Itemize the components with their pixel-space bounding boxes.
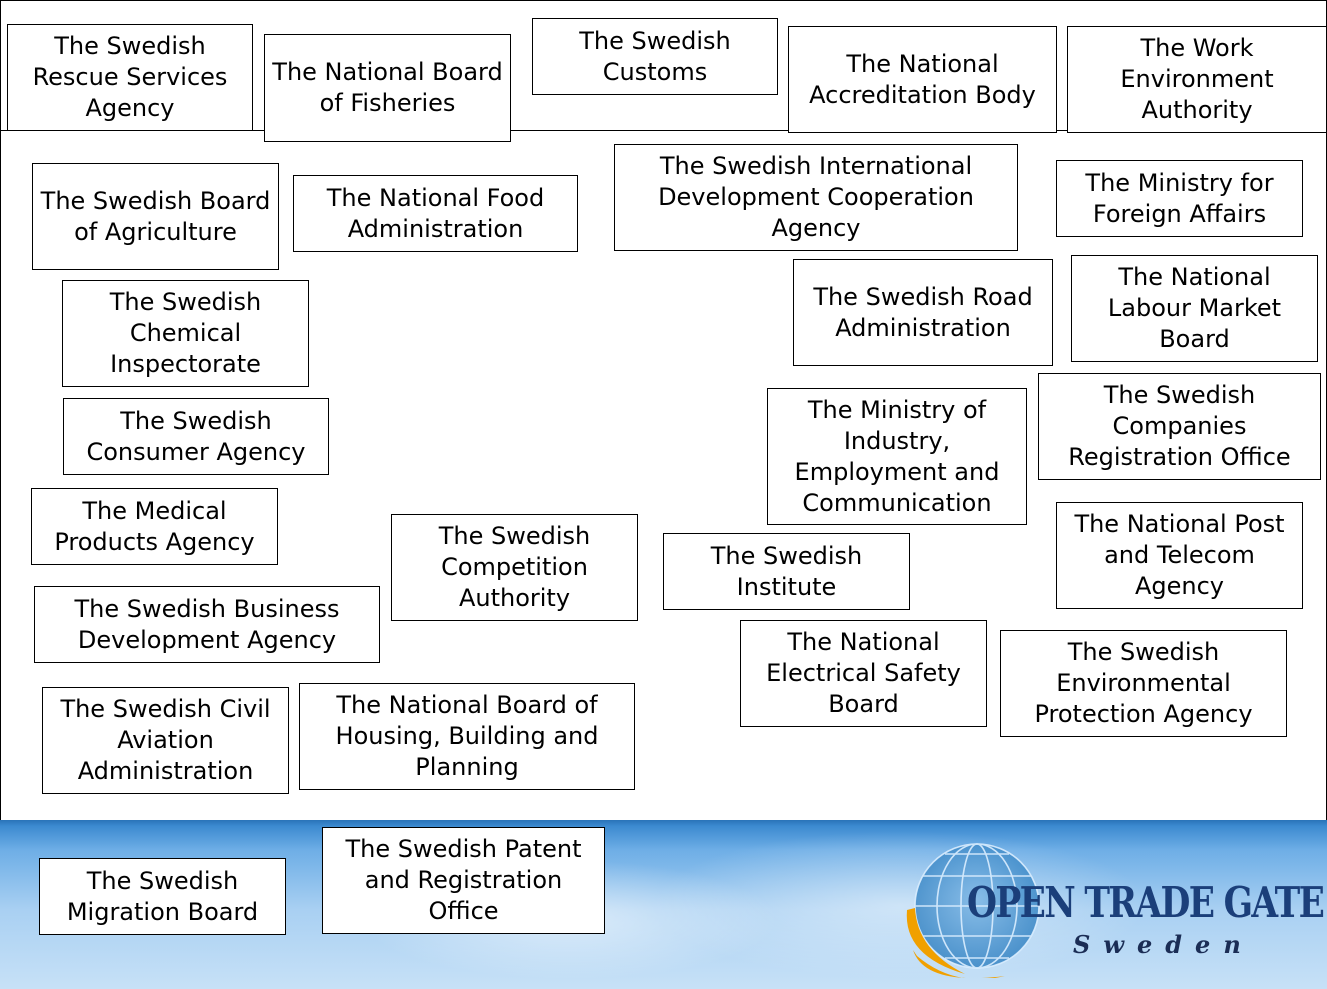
agency-box-environmental-protection: The Swedish Environmental Protection Age… [1000,630,1287,737]
agency-box-swedish-institute: The Swedish Institute [663,533,910,610]
cloud-decoration [650,830,1150,980]
agency-box-road-administration: The Swedish Road Administration [793,259,1053,366]
agency-box-customs: The Swedish Customs [532,18,778,95]
logo-subtitle-text: Sweden [1073,930,1254,959]
agency-box-civil-aviation: The Swedish Civil Aviation Administratio… [42,687,289,794]
top-divider [0,130,1327,131]
agency-box-housing-building-planning: The National Board of Housing, Building … [299,683,635,790]
agency-box-sida: The Swedish International Development Co… [614,144,1018,251]
agency-box-competition-authority: The Swedish Competition Authority [391,514,638,621]
agency-box-patent-registration: The Swedish Patent and Registration Offi… [322,827,605,934]
agency-box-board-of-fisheries: The National Board of Fisheries [264,34,511,142]
agency-box-companies-registration: The Swedish Companies Registration Offic… [1038,373,1321,480]
globe-icon [906,843,1040,980]
agency-box-work-environment: The Work Environment Authority [1067,26,1327,133]
agency-box-chemical-inspectorate: The Swedish Chemical Inspectorate [62,280,309,387]
agency-box-consumer-agency: The Swedish Consumer Agency [63,398,329,475]
agency-box-foreign-affairs: The Ministry for Foreign Affairs [1056,160,1303,237]
agency-box-migration-board: The Swedish Migration Board [39,858,286,935]
agency-box-medical-products: The Medical Products Agency [31,488,278,565]
agency-box-food-administration: The National Food Administration [293,175,578,252]
agency-box-rescue-services: The Swedish Rescue Services Agency [7,24,253,131]
agency-box-labour-market-board: The National Labour Market Board [1071,255,1318,362]
agency-box-business-development: The Swedish Business Development Agency [34,586,380,663]
logo-brand-text: OPEN TRADE GATE [967,878,1325,927]
agency-box-board-of-agriculture: The Swedish Board of Agriculture [32,163,279,270]
agency-box-accreditation-body: The National Accreditation Body [788,26,1057,133]
open-trade-gate-logo: OPEN TRADE GATE Sweden [895,838,1325,980]
agency-box-ministry-industry: The Ministry of Industry, Employment and… [767,388,1027,525]
agency-box-post-telecom: The National Post and Telecom Agency [1056,502,1303,609]
agency-box-electrical-safety: The National Electrical Safety Board [740,620,987,727]
